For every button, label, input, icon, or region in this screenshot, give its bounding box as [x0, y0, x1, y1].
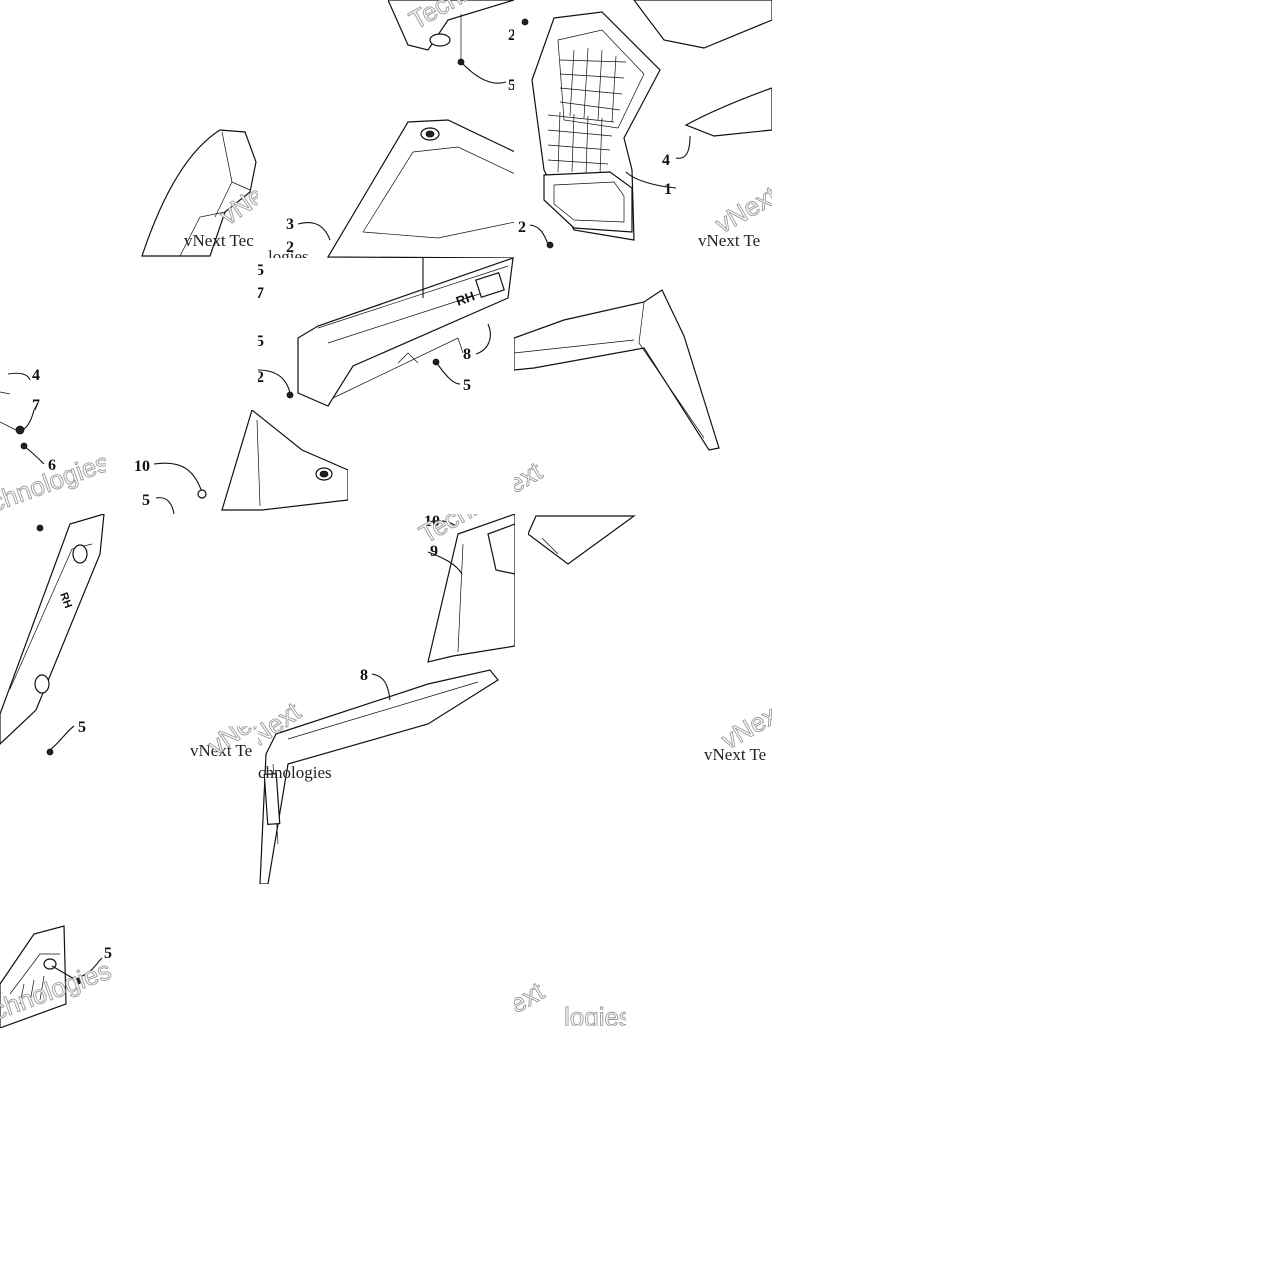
callout-8-a: 8 — [463, 346, 471, 363]
watermark-fragment-b2: vNext Te — [190, 741, 252, 760]
tile-hood-drawing: 3 2 logies — [268, 119, 515, 258]
tile-small-panel-drawing: 10 5 — [134, 410, 348, 514]
callout-10-a: 10 — [134, 458, 150, 475]
callout-2-grille: 2 — [518, 219, 526, 236]
callout-7-a: 7 — [258, 285, 264, 302]
callout-5-b: 5 — [258, 333, 264, 350]
tile-top-left: vNext Tec vNext — [140, 122, 258, 258]
tile-hood: 3 2 logies — [258, 112, 515, 258]
callout-2-top: 2 — [508, 27, 514, 44]
callout-1: 1 — [664, 181, 672, 198]
tile-bottom-left: 5 chnologies — [0, 924, 130, 1028]
callout-5-top: 5 — [508, 77, 514, 94]
hood-top — [633, 0, 772, 49]
watermark-fragment-b3: vNext Te — [704, 745, 766, 764]
watermark-fragment-e: ext — [514, 455, 548, 499]
side-panel-fragment — [0, 925, 67, 1028]
tile-fasteners: 4 7 6 chnologies — [0, 352, 106, 514]
grille-mesh — [547, 47, 627, 175]
footrest-panel — [514, 289, 720, 451]
tile-rh-panel-drawing: RH 5 7 9 5 2 8 5 — [258, 258, 514, 407]
rh-badge: RH — [454, 288, 477, 309]
tile-left-panel: RH 5 — [0, 514, 106, 770]
callout-10-b: 10 — [424, 514, 440, 530]
callout-7-left: 7 — [32, 397, 40, 414]
callout-5-panel: 5 — [463, 377, 471, 394]
tile-fender-corner-drawing: vNext Te vNext — [528, 515, 772, 764]
watermark-fragment-b: vNext Te — [698, 231, 760, 250]
callout-2-panel: 2 — [258, 369, 264, 386]
watermark-fragment-g: logies — [268, 247, 309, 258]
tile-fasteners-drawing: 4 7 6 chnologies — [0, 367, 106, 514]
tile-small-panel: 10 5 — [132, 410, 348, 514]
tile-lower-panels: 10 9 8 Technologies vNext chnologies — [258, 514, 515, 884]
watermark-fragment-e2: ext — [514, 975, 550, 1019]
rh-badge-left: RH — [57, 591, 74, 610]
left-side-panel — [0, 514, 105, 745]
tile-wm-mid-drawing: vNext Te vNext — [190, 726, 258, 761]
rh-side-panel — [297, 258, 514, 407]
hood-side — [684, 87, 772, 137]
callout-5-mid: 5 — [142, 492, 150, 509]
watermark-fragment-a: vNext Tec — [184, 231, 254, 250]
tile-top-fragment: 2 5 Techn — [388, 0, 514, 112]
tile-bottom-wm: ext logies — [514, 970, 626, 1026]
tile-footrest: ext — [514, 258, 772, 514]
tile-top-fragment-drawing: 2 5 Techn — [388, 0, 514, 94]
tile-bottom-left-drawing: 5 chnologies — [0, 925, 115, 1028]
tile-left-panel-drawing: RH 5 — [0, 514, 105, 756]
callout-4-left: 4 — [32, 367, 40, 384]
callout-2-hood: 2 — [286, 239, 294, 256]
tile-bottom-wm-drawing: ext logies — [514, 975, 626, 1026]
tile-footrest-drawing: ext — [514, 289, 720, 500]
tile-top-left-drawing: vNext Tec vNext — [141, 129, 258, 257]
tile-lower-panels-drawing: 10 9 8 Technologies vNext chnologies — [258, 514, 515, 884]
tile-front-grille: 4 1 2 vNext Te vNext — [514, 0, 772, 258]
lower-side-panel — [259, 669, 499, 884]
callout-5-bottom: 5 — [104, 945, 112, 962]
watermark-fragment-logies: chnologies — [258, 763, 332, 782]
corner-panel — [221, 410, 348, 511]
side-shroud-tip — [141, 129, 257, 257]
tile-front-grille-drawing: 4 1 2 vNext Te vNext — [518, 0, 772, 250]
callout-9-b: 9 — [430, 543, 438, 560]
callout-4-grille: 4 — [662, 152, 670, 169]
callout-3: 3 — [286, 216, 294, 233]
callout-6: 6 — [48, 457, 56, 474]
tile-fender-corner: vNext Te vNext — [528, 514, 772, 770]
hood-panel — [326, 119, 515, 258]
callout-8-b: 8 — [360, 667, 368, 684]
callout-5-leftpanel: 5 — [78, 719, 86, 736]
fender-corner — [528, 515, 636, 565]
watermark-fragment-g2: logies — [564, 1002, 626, 1026]
tile-wm-mid: vNext Te vNext — [186, 726, 258, 770]
callout-5-a: 5 — [258, 262, 264, 279]
